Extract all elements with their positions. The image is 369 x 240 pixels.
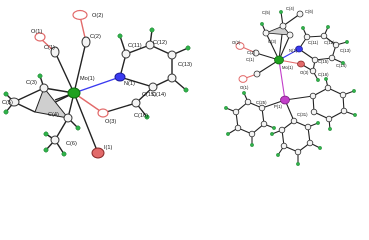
label-left-C12: C(12)	[153, 40, 167, 46]
left-atom-O3	[97, 108, 109, 118]
left-atom-C1	[50, 46, 60, 58]
label-left-C2: C(2)	[90, 34, 101, 40]
left-atom-C11	[121, 49, 131, 59]
left-molecule: O(2) O(1) C(1) C(2) C(11) C(12) C(13) Mo…	[2, 9, 192, 159]
left-atom-C3	[39, 83, 49, 93]
label-right-C13: C(13)	[340, 48, 351, 53]
right-atom-C1	[253, 70, 261, 78]
label-right-O3: O(3)	[300, 70, 309, 75]
label-right-C12: C(12)	[324, 40, 335, 45]
label-left-C6: C(6)	[66, 141, 77, 147]
label-left-N1: N(1)	[124, 81, 135, 87]
label-right-C2: C(2)	[247, 50, 256, 55]
left-atom-C2	[81, 36, 91, 48]
label-right-C11: C(11)	[308, 40, 319, 45]
left-atom-C5	[8, 97, 20, 107]
left-atom-I1	[91, 147, 105, 159]
label-right-Mo: Mo(1)	[282, 65, 294, 70]
label-right-C6: C(6)	[305, 9, 314, 14]
right-atom-C2	[252, 49, 260, 57]
left-atom-C12	[145, 40, 155, 50]
left-atom-O1	[34, 32, 46, 42]
label-right-N1: N(1)	[289, 48, 298, 53]
label-left-C11: C(11)	[128, 43, 142, 49]
label-left-C16: C(16)	[134, 113, 148, 119]
left-atom-N1	[114, 72, 126, 82]
label-right-C5: C(5)	[262, 10, 271, 15]
left-atom-C13	[167, 50, 177, 60]
crystal-structure-figure: O(2) O(1) C(1) C(2) C(11) C(12) C(13) Mo…	[2, 6, 357, 166]
right-atom-N1	[295, 45, 303, 53]
left-labels: O(2) O(1) C(1) C(2) C(11) C(12) C(13) Mo…	[2, 13, 192, 151]
left-hydrogens	[3, 27, 191, 157]
right-atom-C5	[286, 31, 294, 39]
right-labels: C(5) C(4) C(6) C(3) C(11) C(12) C(1) N(1…	[232, 6, 351, 117]
label-left-O2: O(2)	[92, 13, 103, 19]
label-left-C14: C(14)	[152, 92, 166, 98]
label-right-O1: O(1)	[240, 85, 249, 90]
label-left-C13: C(13)	[178, 62, 192, 68]
right-atom-C3	[262, 29, 270, 37]
label-right-C31: C(31)	[297, 112, 308, 117]
left-atom-C16	[131, 98, 141, 108]
label-right-C16: C(16)	[318, 72, 329, 77]
left-atom-C4	[63, 113, 73, 123]
label-right-C25: C(25)	[256, 100, 267, 105]
right-atom-C6	[296, 10, 304, 18]
right-ring-carbons	[232, 32, 348, 156]
label-left-C4: C(4)	[48, 112, 59, 118]
label-left-C1: C(1)	[44, 45, 55, 51]
label-left-O1: O(1)	[31, 29, 42, 35]
left-atom-Mo1	[67, 87, 81, 99]
label-left-Mo1: Mo(1)	[80, 76, 95, 82]
left-atom-C6	[50, 135, 60, 145]
label-left-C3: C(3)	[26, 80, 37, 86]
right-molecule: C(5) C(4) C(6) C(3) C(11) C(12) C(1) N(1…	[224, 6, 357, 166]
label-right-C15: C(15)	[318, 59, 329, 64]
right-atoms	[224, 10, 357, 166]
label-left-C15: C(15)	[142, 92, 156, 98]
label-right-C1: C(1)	[246, 57, 255, 62]
left-atom-O2	[72, 9, 88, 21]
label-left-C5: C(5)	[2, 100, 13, 106]
right-atom-O3	[297, 60, 305, 68]
label-right-C3: C(3)	[268, 39, 277, 44]
label-right-C14: C(14)	[336, 63, 347, 68]
label-left-O3: O(3)	[105, 119, 116, 125]
right-atom-C4	[279, 22, 287, 30]
left-atoms	[3, 9, 191, 159]
label-right-C4: C(4)	[286, 6, 295, 11]
right-atom-O1	[238, 75, 248, 83]
label-left-I1: I(1)	[104, 145, 113, 151]
label-right-P1: P(1)	[274, 104, 283, 109]
right-atom-Mo	[274, 55, 284, 65]
right-hydrogens	[224, 10, 357, 166]
left-atom-C15	[148, 82, 158, 92]
right-atom-P1	[280, 95, 290, 105]
left-atom-C14	[167, 73, 177, 83]
right-atom-O2	[235, 42, 245, 50]
label-right-O2: O(2)	[232, 40, 241, 45]
